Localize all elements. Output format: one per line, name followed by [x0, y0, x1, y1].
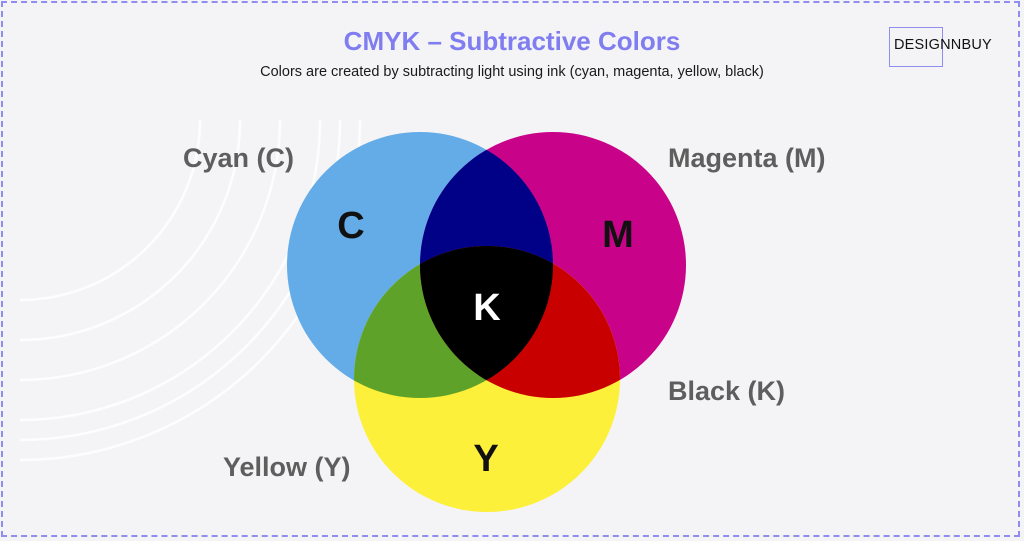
- page-subtitle: Colors are created by subtracting light …: [260, 64, 764, 80]
- brand-logo-box: [889, 27, 943, 67]
- letter-c: C: [337, 205, 365, 247]
- page-title: CMYK – Subtractive Colors: [343, 26, 681, 56]
- label-cyan: Cyan (C): [183, 143, 295, 173]
- letter-m: M: [602, 214, 634, 256]
- label-black: Black (K): [668, 376, 786, 406]
- brand-logo-text: DESIGNNBUY: [894, 37, 992, 53]
- label-magenta: Magenta (M): [668, 143, 826, 173]
- letter-y: Y: [473, 438, 499, 480]
- label-yellow: Yellow (Y): [223, 452, 351, 482]
- letter-k: K: [473, 287, 501, 329]
